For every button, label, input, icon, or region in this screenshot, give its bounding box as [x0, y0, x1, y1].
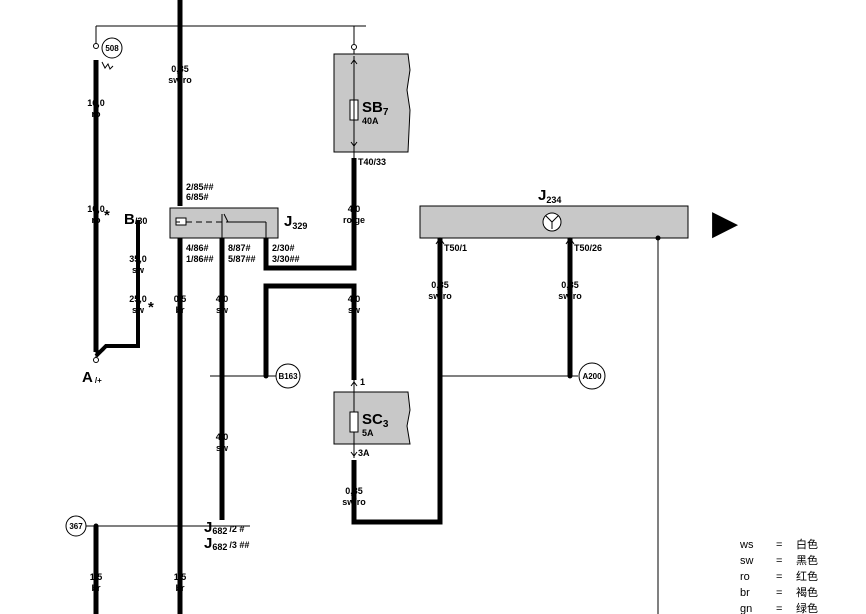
node-a200: A200 [578, 362, 606, 390]
svg-text:5/87##: 5/87## [228, 254, 256, 264]
svg-text:4/86#: 4/86# [186, 243, 209, 253]
fuse-sb7 [333, 26, 411, 268]
svg-text:2/30#: 2/30# [272, 243, 295, 253]
svg-text:3A: 3A [358, 448, 370, 458]
label-j234: J234 T50/1 T50/26 [444, 187, 602, 253]
svg-text:T50/26: T50/26 [574, 243, 602, 253]
label-j682: J682/2 # J682/3 ## [204, 519, 249, 552]
svg-text:A/+: A/+ [82, 369, 102, 386]
svg-text:0,5: 0,5 [174, 294, 187, 304]
svg-text:0,35: 0,35 [345, 486, 363, 496]
svg-text:1,5: 1,5 [90, 572, 103, 582]
svg-text:8/87#: 8/87# [228, 243, 251, 253]
svg-text:sw: sw [216, 443, 229, 453]
svg-text:sw/ro: sw/ro [558, 291, 582, 301]
svg-text:黑色: 黑色 [796, 553, 818, 567]
svg-text:B163: B163 [278, 372, 298, 381]
svg-text:0,35: 0,35 [431, 280, 449, 290]
label-sc3: SC3 5A 1 3A [358, 377, 389, 458]
svg-text:sw/ro: sw/ro [342, 497, 366, 507]
svg-text:4,0: 4,0 [348, 204, 361, 214]
label-j329: J329 2/85## 6/85# 4/86# 1/86## 8/87# 5/8… [186, 182, 307, 264]
svg-text:=: = [776, 587, 782, 599]
svg-text:0,35: 0,35 [171, 64, 189, 74]
svg-text:2/85##: 2/85## [186, 182, 214, 192]
svg-text:J682/2 #: J682/2 # [204, 519, 244, 536]
relay-j329 [169, 207, 279, 239]
svg-text:0,35: 0,35 [561, 280, 579, 290]
svg-text:4,0: 4,0 [216, 432, 229, 442]
svg-text:3/30##: 3/30## [272, 254, 300, 264]
svg-text:红色: 红色 [796, 569, 818, 583]
fuse-sc3 [333, 238, 443, 525]
svg-text:*: * [104, 207, 110, 224]
svg-text:ro: ro [92, 109, 102, 119]
svg-text:绿色: 绿色 [796, 601, 818, 614]
svg-text:=: = [776, 555, 782, 567]
continuation-arrow-icon: ▶ [712, 204, 739, 242]
svg-text:sw: sw [132, 305, 145, 315]
svg-text:16,0: 16,0 [87, 98, 105, 108]
svg-text:SC3: SC3 [362, 411, 389, 430]
svg-text:ro/ge: ro/ge [343, 215, 365, 225]
node-367: 367 [65, 515, 250, 614]
svg-text:=: = [776, 571, 782, 583]
svg-text:T50/1: T50/1 [444, 243, 467, 253]
svg-text:J329: J329 [284, 213, 307, 231]
svg-text:A200: A200 [582, 372, 602, 381]
svg-text:35,0: 35,0 [129, 254, 147, 264]
svg-text:1: 1 [360, 377, 365, 387]
color-legend: ws = 白色 sw = 黑色 ro = 红色 br = 褐色 gn = 绿色 [739, 537, 818, 614]
wire-center [177, 0, 183, 614]
svg-text:1/86##: 1/86## [186, 254, 214, 264]
svg-text:40A: 40A [362, 116, 379, 126]
svg-text:br: br [92, 583, 101, 593]
svg-text:10,0: 10,0 [87, 204, 105, 214]
svg-text:SB7: SB7 [362, 99, 389, 118]
control-unit-j234 [419, 205, 689, 614]
svg-text:sw: sw [348, 305, 361, 315]
node-508: 508 [93, 37, 123, 70]
svg-text:ro: ro [740, 571, 750, 583]
svg-text:br: br [740, 587, 750, 599]
label-sb7: SB7 40A T40/33 [358, 99, 389, 167]
svg-text:sw/ro: sw/ro [168, 75, 192, 85]
svg-text:sw: sw [740, 555, 754, 567]
svg-text:br: br [176, 583, 185, 593]
svg-text:J682/3 ##: J682/3 ## [204, 535, 249, 552]
svg-text:=: = [776, 539, 782, 551]
svg-text:T40/33: T40/33 [358, 157, 386, 167]
svg-text:sw/ro: sw/ro [428, 291, 452, 301]
svg-text:=: = [776, 603, 782, 614]
svg-text:br: br [176, 305, 185, 315]
svg-text:6/85#: 6/85# [186, 192, 209, 202]
wire-left-red [93, 26, 140, 363]
svg-text:4,0: 4,0 [348, 294, 361, 304]
svg-text:1,5: 1,5 [174, 572, 187, 582]
wire-labels: 16,0 ro 10,0 ro 35,0 sw 25,0 sw 0,35 sw/… [87, 64, 582, 593]
svg-text:sw: sw [216, 305, 229, 315]
svg-text:5A: 5A [362, 428, 374, 438]
svg-text:白色: 白色 [796, 537, 818, 551]
svg-text:ro: ro [92, 215, 102, 225]
svg-text:褐色: 褐色 [796, 585, 818, 599]
svg-text:sw: sw [132, 265, 145, 275]
svg-text:B/30: B/30 [124, 211, 147, 228]
svg-text:4,0: 4,0 [216, 294, 229, 304]
svg-text:*: * [148, 299, 154, 316]
svg-text:25,0: 25,0 [129, 294, 147, 304]
svg-text:J234: J234 [538, 187, 561, 205]
node-label: 508 [105, 44, 119, 53]
svg-text:ws: ws [739, 539, 754, 551]
svg-text:gn: gn [740, 603, 752, 614]
node-b163: B163 [275, 363, 301, 389]
label-connectors: A/+ B/30 * * [82, 207, 154, 386]
ground-hand-icon [101, 61, 114, 70]
svg-text:367: 367 [69, 522, 83, 531]
